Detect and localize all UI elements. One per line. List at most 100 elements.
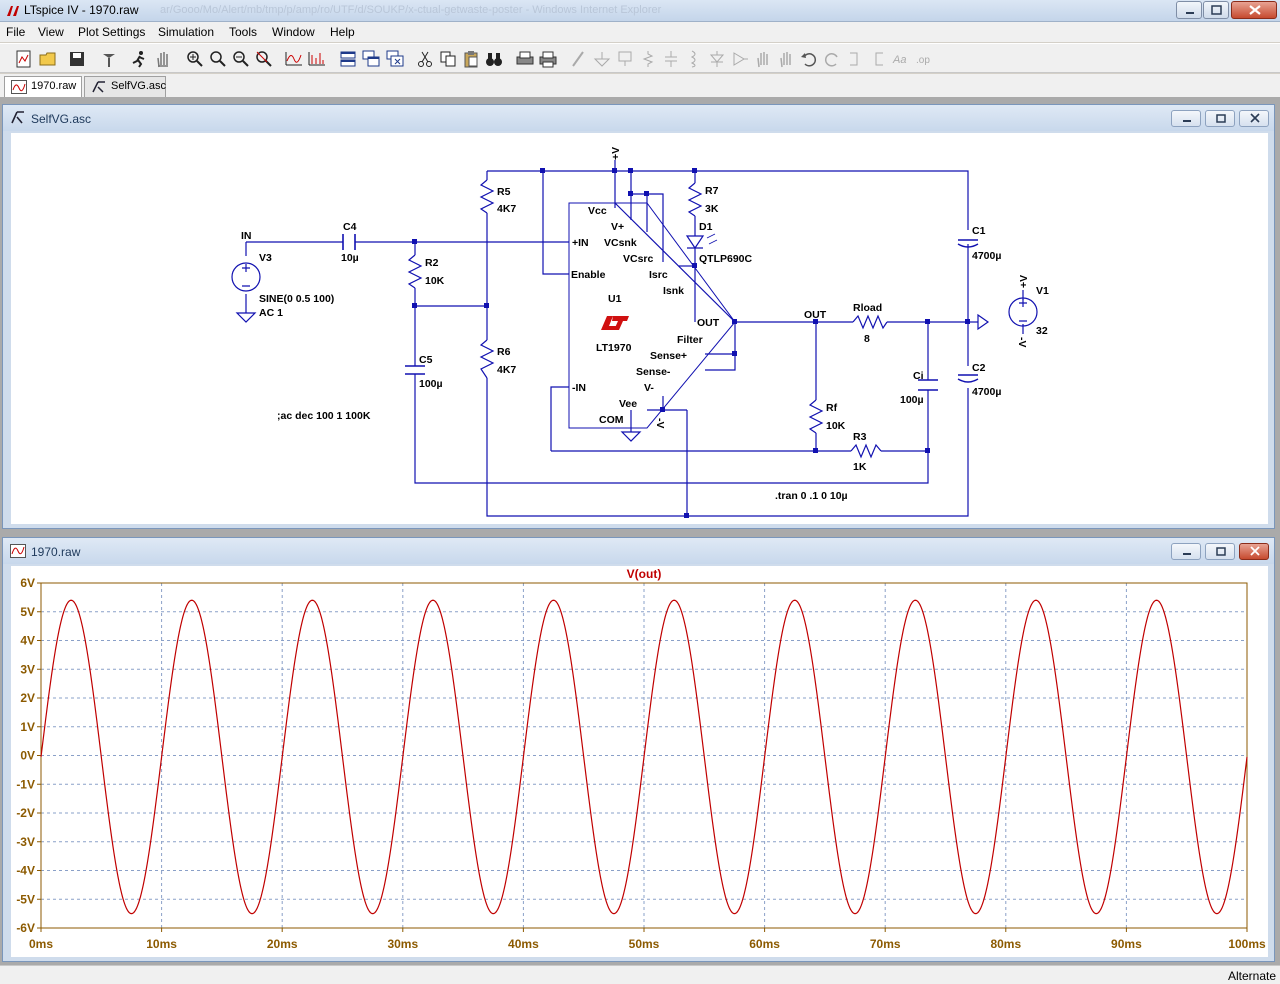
ground-icon[interactable]	[592, 49, 612, 69]
mirror-icon[interactable]	[868, 49, 888, 69]
menu-window[interactable]: Window	[272, 25, 315, 39]
rotate-icon[interactable]	[845, 49, 865, 69]
label-vcsrc: VCsrc	[623, 253, 654, 265]
tab-1970-raw[interactable]: 1970.raw	[4, 76, 82, 98]
fft-icon[interactable]	[307, 49, 327, 69]
x-tick-label: 90ms	[1111, 937, 1142, 951]
schematic-minimize-button[interactable]	[1171, 110, 1201, 127]
text-tool-icon[interactable]: Aa	[891, 49, 911, 69]
waveform-icon	[10, 544, 26, 558]
waveform-icon	[11, 80, 27, 94]
schematic-close-button[interactable]	[1239, 110, 1269, 127]
schematic-window-titlebar[interactable]: SelfVG.asc	[3, 105, 1274, 131]
label-v1-plus: +V	[1018, 275, 1030, 288]
label-isrc: Isrc	[649, 269, 668, 281]
label-sense-plus: Sense+	[650, 350, 687, 362]
label-filter: Filter	[677, 334, 703, 346]
close-button[interactable]	[1231, 1, 1277, 19]
schematic-window-title: SelfVG.asc	[31, 112, 92, 126]
close-window-icon[interactable]	[385, 49, 405, 69]
plot-restore-button[interactable]	[1205, 543, 1235, 560]
halt-hand-icon[interactable]	[153, 49, 173, 69]
zoom-pan-icon[interactable]	[208, 49, 228, 69]
diode-tool-icon[interactable]	[707, 49, 727, 69]
plot-window-title: 1970.raw	[31, 545, 81, 559]
autorange-icon[interactable]	[284, 49, 304, 69]
waveform-plot[interactable]: V(out) 6V5V4V3V2V1V0V-1V-2V-3V-4V-5V-6V …	[11, 566, 1268, 957]
label-v1-minus: -V	[1016, 337, 1028, 348]
run-icon[interactable]	[129, 49, 149, 69]
label-r2-val: 10K	[425, 275, 445, 287]
plot-grid	[41, 583, 1247, 928]
control-panel-icon[interactable]	[99, 49, 119, 69]
tab-selfvg-asc[interactable]: SelfVG.asc	[84, 76, 166, 98]
menu-view[interactable]: View	[38, 25, 64, 39]
spice-directive-icon[interactable]: .op	[914, 49, 934, 69]
mdi-workspace: SelfVG.asc	[0, 97, 1280, 965]
zoom-out-icon[interactable]	[231, 49, 251, 69]
plot-close-button[interactable]	[1239, 543, 1269, 560]
menu-file[interactable]: File	[6, 25, 26, 39]
undo-icon[interactable]	[799, 49, 819, 69]
inductor-tool-icon[interactable]	[684, 49, 704, 69]
redo-icon[interactable]	[822, 49, 842, 69]
vout-trace[interactable]	[40, 599, 1248, 915]
label-u1-val: LT1970	[596, 342, 632, 354]
minimize-button[interactable]	[1176, 1, 1202, 19]
cascade-icon[interactable]	[361, 49, 381, 69]
ac-directive[interactable]: ;ac dec 100 1 100K	[277, 410, 371, 422]
menu-plot-settings[interactable]: Plot Settings	[78, 25, 146, 39]
schematic-drawing[interactable]: +V R5 4K7 R7 3K D1 QTLP690C IN C4 10µ V3…	[11, 133, 1268, 524]
label-v3-val2: AC 1	[259, 307, 283, 319]
label-rload: Rload	[853, 302, 882, 314]
zoom-fit-icon[interactable]	[254, 49, 274, 69]
label-in-plus: +IN	[572, 237, 589, 249]
menu-tools[interactable]: Tools	[229, 25, 258, 39]
new-schematic-icon[interactable]	[14, 49, 34, 69]
label-d1: D1	[699, 221, 713, 233]
status-bar: Alternate	[0, 965, 1280, 984]
x-tick-label: 50ms	[629, 937, 660, 951]
schematic-restore-button[interactable]	[1205, 110, 1235, 127]
move-hand-icon[interactable]	[753, 49, 773, 69]
menu-simulation[interactable]: Simulation	[158, 25, 215, 39]
schematic-canvas[interactable]: +V R5 4K7 R7 3K D1 QTLP690C IN C4 10µ V3…	[11, 133, 1268, 524]
label-net-icon[interactable]	[615, 49, 635, 69]
label-com: COM	[599, 414, 624, 426]
paste-icon[interactable]	[461, 49, 481, 69]
zoom-in-icon[interactable]	[185, 49, 205, 69]
open-folder-icon[interactable]	[38, 49, 58, 69]
label-v1-val: 32	[1036, 325, 1048, 337]
cut-scissors-icon[interactable]	[415, 49, 435, 69]
plot-minimize-button[interactable]	[1171, 543, 1201, 560]
drag-hand-icon[interactable]	[776, 49, 796, 69]
resistor-tool-icon[interactable]	[638, 49, 658, 69]
maximize-button[interactable]	[1203, 1, 1229, 19]
label-v1: V1	[1036, 285, 1049, 297]
capacitor-tool-icon[interactable]	[661, 49, 681, 69]
print-preview-icon[interactable]	[515, 49, 535, 69]
label-c5: C5	[419, 354, 433, 366]
trace-label-vout[interactable]: V(out)	[627, 567, 662, 581]
menu-help[interactable]: Help	[330, 25, 355, 39]
component-tool-icon[interactable]	[730, 49, 750, 69]
label-c2: C2	[972, 362, 986, 374]
tab-label: 1970.raw	[31, 80, 77, 92]
x-tick-label: 10ms	[146, 937, 177, 951]
draw-wire-icon[interactable]	[569, 49, 589, 69]
copy-icon[interactable]	[438, 49, 458, 69]
y-tick-label: 5V	[20, 605, 35, 619]
label-ci-val: 100µ	[900, 394, 924, 406]
label-r7: R7	[705, 185, 719, 197]
print-icon[interactable]	[538, 49, 558, 69]
x-tick-label: 0ms	[29, 937, 53, 951]
save-icon[interactable]	[67, 49, 87, 69]
plot-window-titlebar[interactable]: 1970.raw	[3, 538, 1274, 564]
find-binoculars-icon[interactable]	[484, 49, 504, 69]
label-v3: V3	[259, 252, 272, 264]
label-sense-minus: Sense-	[636, 366, 671, 378]
tran-directive[interactable]: .tran 0 .1 0 10µ	[775, 490, 848, 502]
tile-horizontal-icon[interactable]	[338, 49, 358, 69]
label-r3: R3	[853, 431, 867, 443]
